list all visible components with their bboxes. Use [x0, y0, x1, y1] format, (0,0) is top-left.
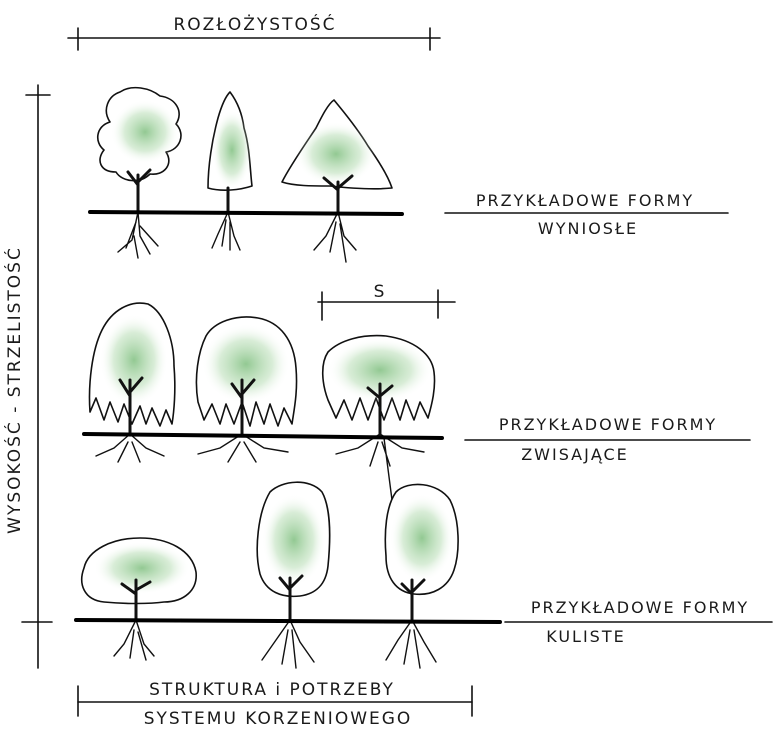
tree-globular-1: [80, 537, 197, 661]
tree-weeping-3: [321, 334, 436, 501]
row-weeping: PRZYKŁADOWE FORMY ZWISAJĄCE: [82, 302, 751, 501]
row-weeping-title: PRZYKŁADOWE FORMY: [499, 415, 717, 434]
height-label: WYSOKOŚĆ - STRZELISTOŚĆ: [3, 246, 25, 534]
spread-label: ROZŁOŻYSTOŚĆ: [173, 13, 336, 35]
tree-upright-3: [281, 99, 393, 263]
tree-globular-2: [256, 481, 331, 669]
row-upright-title: PRZYKŁADOWE FORMY: [476, 191, 694, 210]
row-globular-title: PRZYKŁADOWE FORMY: [531, 598, 749, 617]
row-upright: PRZYKŁADOWE FORMY WYNIOSŁE: [88, 86, 729, 263]
tree-globular-3: [384, 483, 459, 669]
spacing-dimension: S: [317, 282, 456, 321]
row-upright-subtitle: WYNIOSŁE: [538, 219, 638, 238]
roots-dimension: STRUKTURA i POTRZEBY SYSTEMU KORZENIOWEG…: [77, 680, 473, 729]
roots-label-line2: SYSTEMU KORZENIOWEGO: [144, 709, 413, 729]
row-upright-caption: PRZYKŁADOWE FORMY WYNIOSŁE: [444, 191, 729, 238]
tree-upright-2: [207, 91, 253, 251]
row-globular: PRZYKŁADOWE FORMY KULISTE: [74, 481, 773, 669]
tree-upright-1: [97, 86, 182, 259]
row-globular-subtitle: KULISTE: [546, 627, 625, 646]
row-weeping-subtitle: ZWISAJĄCE: [521, 445, 629, 464]
row-globular-caption: PRZYKŁADOWE FORMY KULISTE: [504, 598, 773, 646]
tree-weeping-2: [195, 316, 298, 463]
row-weeping-caption: PRZYKŁADOWE FORMY ZWISAJĄCE: [464, 415, 751, 464]
roots-label-line1: STRUKTURA i POTRZEBY: [149, 680, 395, 700]
spread-dimension: ROZŁOŻYSTOŚĆ: [67, 13, 441, 51]
tree-weeping-1: [88, 302, 176, 463]
spacing-label: S: [374, 282, 387, 302]
height-dimension: WYSOKOŚĆ - STRZELISTOŚĆ: [3, 84, 53, 669]
